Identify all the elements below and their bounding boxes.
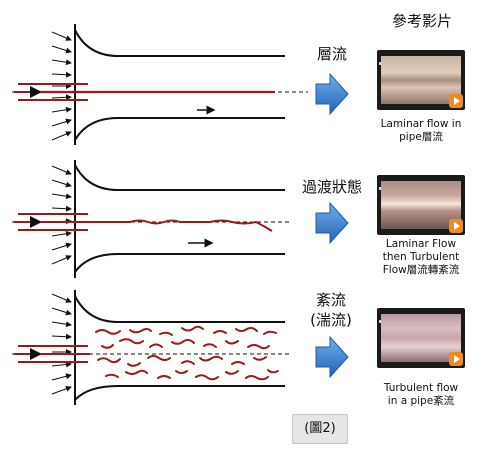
regime-label-line: 層流 [316, 45, 347, 63]
blue-arrow [315, 201, 349, 245]
play-icon[interactable] [449, 352, 463, 366]
turbulent-panel [12, 290, 290, 405]
pipe-top-wall [74, 164, 285, 191]
dye-injector [14, 213, 88, 231]
laminar-panel [12, 24, 308, 145]
dye-streak-transitional [40, 219, 273, 232]
regime-label-laminar: 層流 [300, 44, 364, 64]
caption-line: Flow層流轉紊流 [382, 264, 460, 276]
play-icon[interactable] [449, 94, 463, 108]
reference-videos-heading: 參考影片 [391, 12, 452, 30]
blue-arrow [315, 72, 349, 116]
video-frame [381, 181, 461, 229]
video-caption-turbulent[interactable]: Turbulent flow in a pipe紊流 [370, 382, 472, 408]
pipe-bottom-wall [74, 253, 285, 273]
turbulent-eddies [95, 325, 279, 381]
dye-injector [14, 83, 88, 101]
regime-label-transitional: 過渡狀態 [293, 177, 371, 197]
video-frame [381, 56, 461, 104]
video-thumbnail-laminar[interactable] [377, 50, 465, 110]
dye-injector [14, 345, 88, 363]
caption-line: Turbulent flow [383, 382, 459, 394]
inlet-arrows [51, 31, 72, 141]
transitional-panel [12, 160, 290, 278]
inlet-arrows [51, 293, 72, 395]
video-caption-transitional[interactable]: Laminar Flow then Turbulent Flow層流轉紊流 [370, 238, 472, 277]
regime-label-line: 過渡狀態 [301, 178, 362, 196]
video-frame [381, 314, 461, 362]
film-strip [377, 50, 465, 65]
film-strip [377, 175, 465, 190]
caption-line: Laminar Flow [385, 238, 457, 250]
film-strip [377, 308, 465, 323]
video-thumbnail-transitional[interactable] [377, 175, 465, 235]
figure-label: (圖2) [292, 414, 348, 444]
regime-label-turbulent: 紊流 (湍流) [296, 290, 366, 330]
pipe-bottom-wall [74, 385, 285, 401]
pipe-top-wall [74, 295, 285, 323]
caption-line: in a pipe紊流 [387, 395, 455, 407]
pipe-bottom-wall [74, 117, 285, 141]
blue-arrow [315, 335, 349, 379]
regime-label-line: (湍流) [310, 311, 352, 329]
video-thumbnail-turbulent[interactable] [377, 308, 465, 368]
caption-line: Laminar flow in [380, 118, 462, 130]
caption-line: pipe層流 [399, 131, 443, 143]
regime-label-line: 紊流 [315, 291, 346, 309]
video-caption-laminar[interactable]: Laminar flow in pipe層流 [370, 118, 472, 144]
pipe-top-wall [74, 29, 285, 57]
caption-line: then Turbulent [382, 251, 460, 263]
play-icon[interactable] [449, 219, 463, 233]
